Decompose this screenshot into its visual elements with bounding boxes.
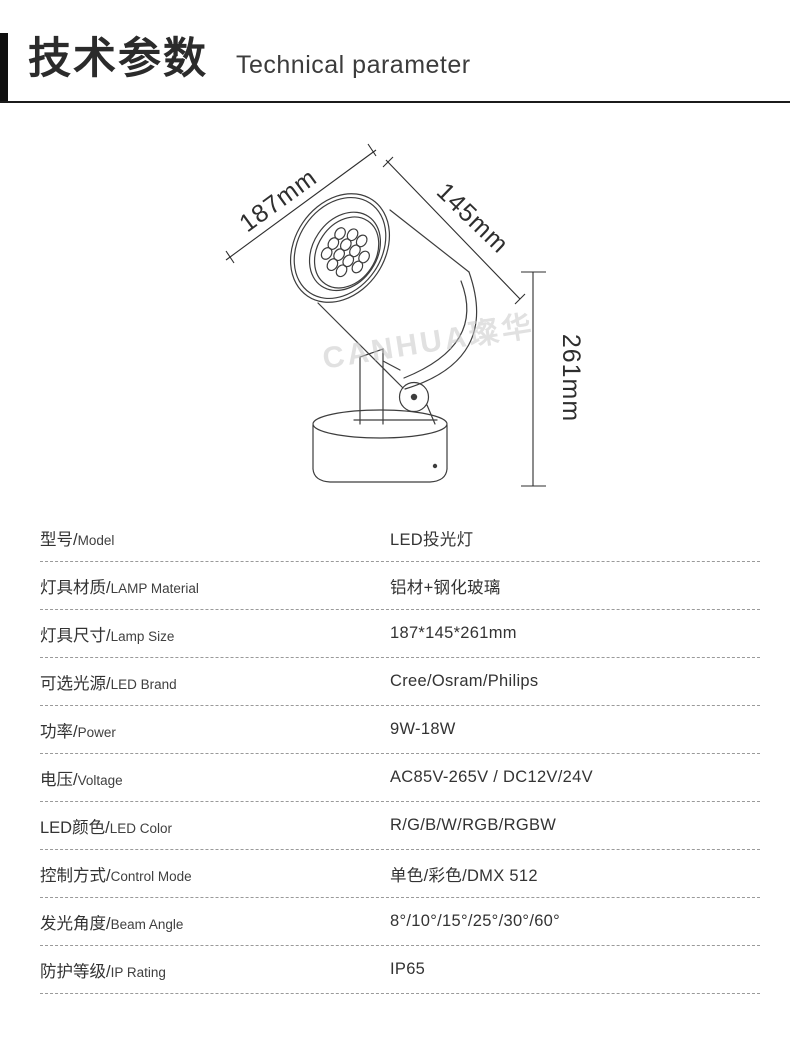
spec-label: LED颜色/LED Color [40,818,172,837]
spec-row-ip-rating: 防护等级/IP Rating IP65 [40,946,760,994]
page-title-en: Technical parameter [236,51,471,79]
spec-value: 9W-18W [390,720,456,738]
lamp-body [317,209,478,390]
spec-row-beam-angle: 发光角度/Beam Angle 8°/10°/15°/25°/30°/60° [40,898,760,946]
spec-label: 功率/Power [40,722,116,741]
spec-row-led-color: LED颜色/LED Color R/G/B/W/RGB/RGBW [40,802,760,850]
led-array [320,227,370,278]
spec-value: R/G/B/W/RGB/RGBW [390,816,557,834]
spec-value: 单色/彩色/DMX 512 [390,866,538,885]
spec-row-size: 灯具尺寸/Lamp Size 187*145*261mm [40,610,760,658]
lamp-base [312,409,448,483]
page-header: 技术参数 Technical parameter [28,38,471,81]
spec-value: 8°/10°/15°/25°/30°/60° [390,912,561,930]
spec-row-led-brand: 可选光源/LED Brand Cree/Osram/Philips [40,658,760,706]
spec-table: 型号/Model LED投光灯 灯具材质/LAMP Material 铝材+钢化… [40,514,760,994]
spec-value: AC85V-265V / DC12V/24V [390,768,593,786]
page-title-zh: 技术参数 [28,35,208,83]
dimension-lines [225,143,546,487]
dimension-label-width: 187mm [234,163,322,238]
spec-label: 防护等级/IP Rating [40,962,166,981]
spec-label: 控制方式/Control Mode [40,866,192,885]
spec-label: 灯具材质/LAMP Material [40,578,199,597]
spec-label: 电压/Voltage [40,770,123,789]
spec-row-voltage: 电压/Voltage AC85V-265V / DC12V/24V [40,754,760,802]
spec-row-control-mode: 控制方式/Control Mode 单色/彩色/DMX 512 [40,850,760,898]
dimension-label-height: 261mm [557,334,585,422]
spec-value: 铝材+钢化玻璃 [390,578,501,597]
spec-value: Cree/Osram/Philips [390,672,539,690]
spec-value: IP65 [390,960,426,978]
spec-row-power: 功率/Power 9W-18W [40,706,760,754]
dimension-label-depth: 145mm [431,177,514,259]
header-accent-bar [0,33,8,102]
header-divider [0,101,790,103]
spec-label: 型号/Model [40,530,115,549]
spec-label: 灯具尺寸/Lamp Size [40,626,175,645]
spec-value: 187*145*261mm [390,624,517,642]
spec-value: LED投光灯 [390,530,474,549]
product-dimension-diagram: 187mm 145mm 261mm CANHUA璨华 [225,143,585,487]
spec-row-model: 型号/Model LED投光灯 [40,514,760,562]
spec-row-material: 灯具材质/LAMP Material 铝材+钢化玻璃 [40,562,760,610]
spec-label: 可选光源/LED Brand [40,674,177,693]
spec-label: 发光角度/Beam Angle [40,914,184,933]
lamp-head [289,193,391,303]
